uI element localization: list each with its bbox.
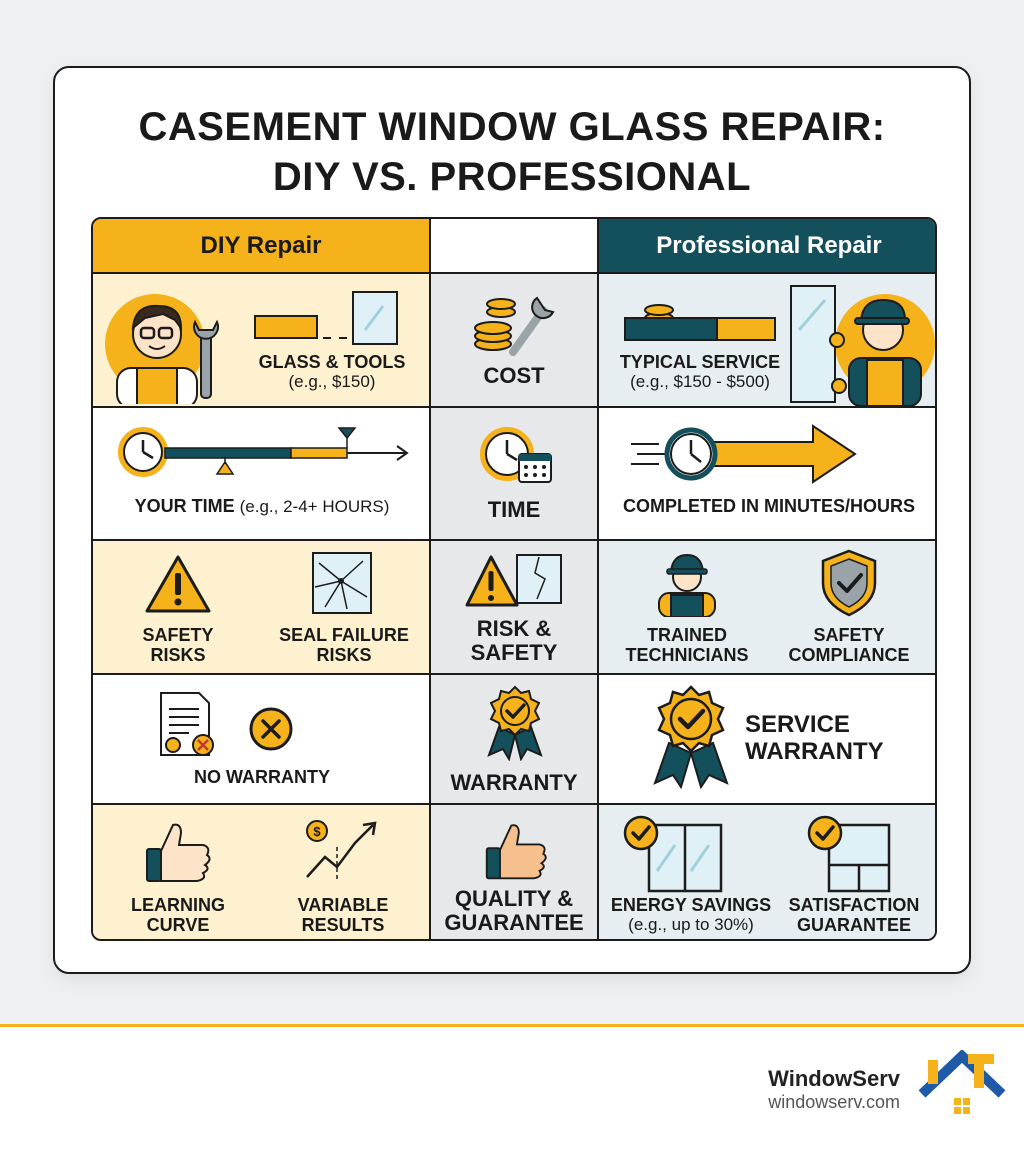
pro-quality-cell: Energy Savings (e.g., up to 30%) Satisfa… bbox=[599, 805, 935, 939]
diy-header: DIY Repair bbox=[93, 219, 431, 274]
pro-cost-cell: Typical Service (e.g., $150 - $500) bbox=[599, 274, 935, 408]
cost-label: Cost bbox=[483, 363, 545, 388]
pro-satisfaction-line1: Satisfaction bbox=[788, 895, 920, 915]
quality-category-cell: Quality & Guarantee bbox=[431, 805, 599, 939]
coins-bar-icon bbox=[624, 304, 776, 341]
pro-warranty-line1: Service bbox=[745, 711, 850, 738]
diy-time-text: Your Time (e.g., 2-4+ HOURS) bbox=[93, 496, 429, 517]
diy-cost-cell: Glass & Tools (e.g., $150) bbox=[93, 274, 431, 408]
pro-trained-line1: Trained bbox=[647, 625, 727, 645]
diy-learning-text: Learning Curve bbox=[115, 895, 241, 935]
service-warranty-badge-icon bbox=[653, 685, 729, 789]
warning-glass-icon bbox=[465, 554, 562, 607]
pro-warranty-line2: Warranty bbox=[745, 738, 884, 765]
pro-compliance-line1: Safety bbox=[813, 625, 885, 645]
pro-cost-title: Typical Service bbox=[619, 352, 781, 372]
diy-time-cell: Your Time (e.g., 2-4+ HOURS) bbox=[93, 408, 431, 541]
comparison-grid: DIY Repair Professional Repair bbox=[91, 217, 937, 941]
energy-window-icon bbox=[623, 815, 723, 893]
footer-divider bbox=[0, 1024, 1024, 1027]
diy-risk-cell: Safety Risks Seal Failure Risks bbox=[93, 541, 431, 675]
quality-label: Quality & Guarantee bbox=[431, 887, 597, 935]
title-line-2: DIY vs. Professional bbox=[272, 155, 752, 199]
comparison-card: Casement Window Glass Repair: DIY vs. Pr… bbox=[53, 66, 971, 974]
diy-variable-line2: Results bbox=[301, 915, 385, 935]
document-x-icon bbox=[160, 692, 293, 756]
thumbs-up-category-icon bbox=[485, 824, 547, 880]
pro-satisfaction-text: Satisfaction Guarantee bbox=[779, 895, 929, 935]
category-header bbox=[431, 219, 599, 274]
footer bbox=[0, 1027, 1024, 1154]
diy-warranty-cell: No Warranty bbox=[93, 675, 431, 805]
pro-cost-sub: (e.g., $150 - $500) bbox=[630, 372, 770, 391]
pro-warranty-cell: Service Warranty bbox=[599, 675, 935, 805]
diy-seal-risks-text: Seal Failure Risks bbox=[269, 625, 419, 665]
satisfaction-window-icon bbox=[807, 815, 891, 893]
diy-learning-line2: Curve bbox=[146, 915, 210, 935]
pro-compliance-text: Safety Compliance bbox=[779, 625, 919, 665]
warranty-label: Warranty bbox=[450, 770, 578, 795]
diy-seal-risks-line1: Seal Failure bbox=[279, 625, 409, 645]
dollar-chart-icon: $ bbox=[306, 820, 377, 881]
clock-timeline-icon bbox=[118, 427, 409, 477]
risk-label-line1: Risk & bbox=[476, 616, 552, 641]
clock-calendar-icon bbox=[480, 427, 552, 483]
shield-check-icon bbox=[821, 549, 877, 617]
diy-safety-risks-text: Safety Risks bbox=[123, 625, 233, 665]
diy-variable-text: Variable Results bbox=[279, 895, 407, 935]
diy-safety-risks-line2: Risks bbox=[150, 645, 206, 665]
diy-time-title: Your Time bbox=[134, 496, 235, 516]
diy-safety-risks-line1: Safety bbox=[142, 625, 214, 645]
cracked-glass-icon bbox=[312, 552, 372, 614]
diy-worker-icon bbox=[105, 294, 219, 404]
diy-cost-sub: (e.g., $150) bbox=[288, 372, 376, 391]
warranty-category-cell: Warranty bbox=[431, 675, 599, 805]
risk-label: Risk & Safety bbox=[431, 617, 597, 665]
diy-learning-line1: Learning bbox=[131, 895, 225, 915]
pro-time-cell: Completed in Minutes/Hours bbox=[599, 408, 935, 541]
diy-time-sub: (e.g., 2-4+ HOURS) bbox=[239, 497, 390, 516]
warning-icon bbox=[145, 555, 211, 613]
brand-name: WindowServ bbox=[768, 1066, 900, 1091]
page-title: Casement Window Glass Repair: DIY vs. Pr… bbox=[55, 102, 969, 202]
brand-url: windowserv.com bbox=[768, 1092, 900, 1112]
pro-energy-text: Energy Savings (e.g., up to 30%) bbox=[603, 895, 779, 935]
pro-risk-cell: Trained Technicians Safety Compliance bbox=[599, 541, 935, 675]
pro-warranty-text: Service Warranty bbox=[745, 711, 915, 765]
fast-clock-arrow-icon bbox=[631, 424, 857, 484]
technician-icon bbox=[658, 553, 716, 617]
pro-satisfaction-line2: Guarantee bbox=[796, 915, 911, 935]
pro-compliance-line2: Compliance bbox=[788, 645, 910, 665]
diy-seal-risks-line2: Risks bbox=[316, 645, 372, 665]
house-logo-icon bbox=[918, 1050, 1006, 1114]
glass-and-tools-icon bbox=[254, 291, 398, 345]
badge-ribbon-icon bbox=[487, 685, 543, 761]
pro-header: Professional Repair bbox=[599, 219, 935, 274]
diy-cost-title: Glass & Tools bbox=[258, 352, 406, 372]
pro-energy-title: Energy Savings bbox=[610, 895, 772, 915]
coins-wrench-icon bbox=[474, 296, 555, 356]
pro-energy-sub: (e.g., up to 30%) bbox=[628, 915, 754, 934]
quality-label-line1: Quality & bbox=[454, 886, 574, 911]
diy-cost-text: Glass & Tools (e.g., $150) bbox=[233, 352, 429, 392]
quality-label-line2: Guarantee bbox=[444, 910, 584, 935]
time-category-cell: Time bbox=[431, 408, 599, 541]
diy-quality-cell: $ Learning Curve Variable Results bbox=[93, 805, 431, 939]
pro-cost-text: Typical Service (e.g., $150 - $500) bbox=[605, 352, 795, 392]
pro-trained-text: Trained Technicians bbox=[619, 625, 755, 665]
risk-label-line2: Safety bbox=[470, 640, 558, 665]
pro-trained-line2: Technicians bbox=[625, 645, 749, 665]
diy-warranty-text: No Warranty bbox=[194, 767, 330, 787]
risk-category-cell: Risk & Safety bbox=[431, 541, 599, 675]
thumbs-up-icon bbox=[146, 823, 211, 882]
title-line-1: Casement Window Glass Repair: bbox=[138, 105, 886, 149]
cost-category-cell: Cost bbox=[431, 274, 599, 408]
pro-worker-icon bbox=[790, 285, 935, 406]
time-label: Time bbox=[487, 497, 541, 522]
svg-text:$: $ bbox=[313, 824, 321, 839]
diy-variable-line1: Variable bbox=[297, 895, 389, 915]
pro-time-text: Completed in Minutes/Hours bbox=[622, 496, 915, 516]
